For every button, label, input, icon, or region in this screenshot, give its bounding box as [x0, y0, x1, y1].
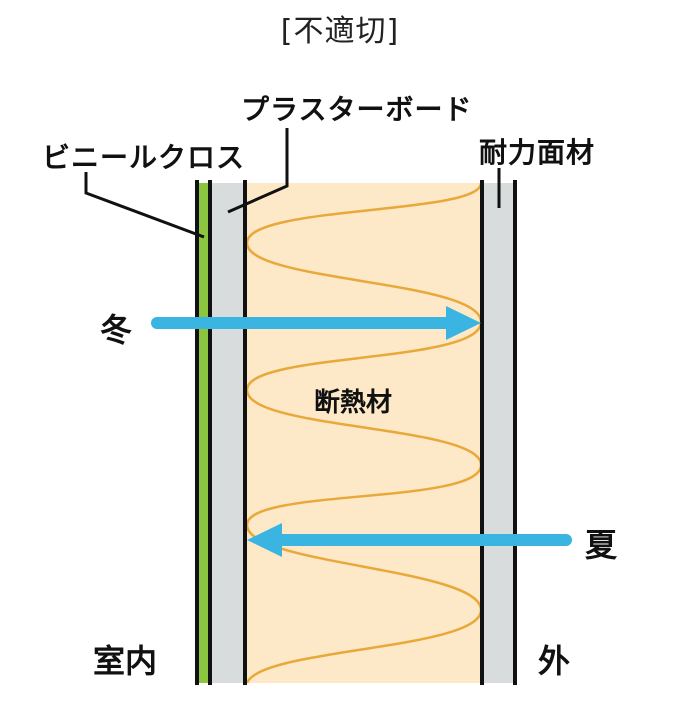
plaster-board-label: プラスターボード [241, 93, 473, 126]
outdoor-label: 外 [538, 642, 571, 680]
vinyl-cloth-leader [84, 172, 205, 239]
winter-arrow [151, 306, 481, 340]
plaster-board-leader [227, 128, 289, 214]
vinyl-cloth-layer [199, 183, 209, 683]
summer-arrow [247, 523, 572, 557]
layer-boundaries [195, 180, 517, 685]
insulation-label: 断熱材 [314, 388, 393, 418]
plaster-board-layer [211, 183, 245, 683]
insulation-wave [245, 182, 483, 684]
summer-label: 夏 [585, 526, 618, 564]
structural-panel-label: 耐力面材 [479, 136, 596, 169]
vinyl-cloth-label: ビニールクロス [42, 141, 246, 174]
structural-panel-layer [483, 183, 515, 683]
insulation-layer [246, 183, 482, 683]
diagram-title: [不適切] [280, 14, 400, 49]
winter-label: 冬 [100, 311, 133, 349]
indoor-label: 室内 [93, 642, 158, 680]
